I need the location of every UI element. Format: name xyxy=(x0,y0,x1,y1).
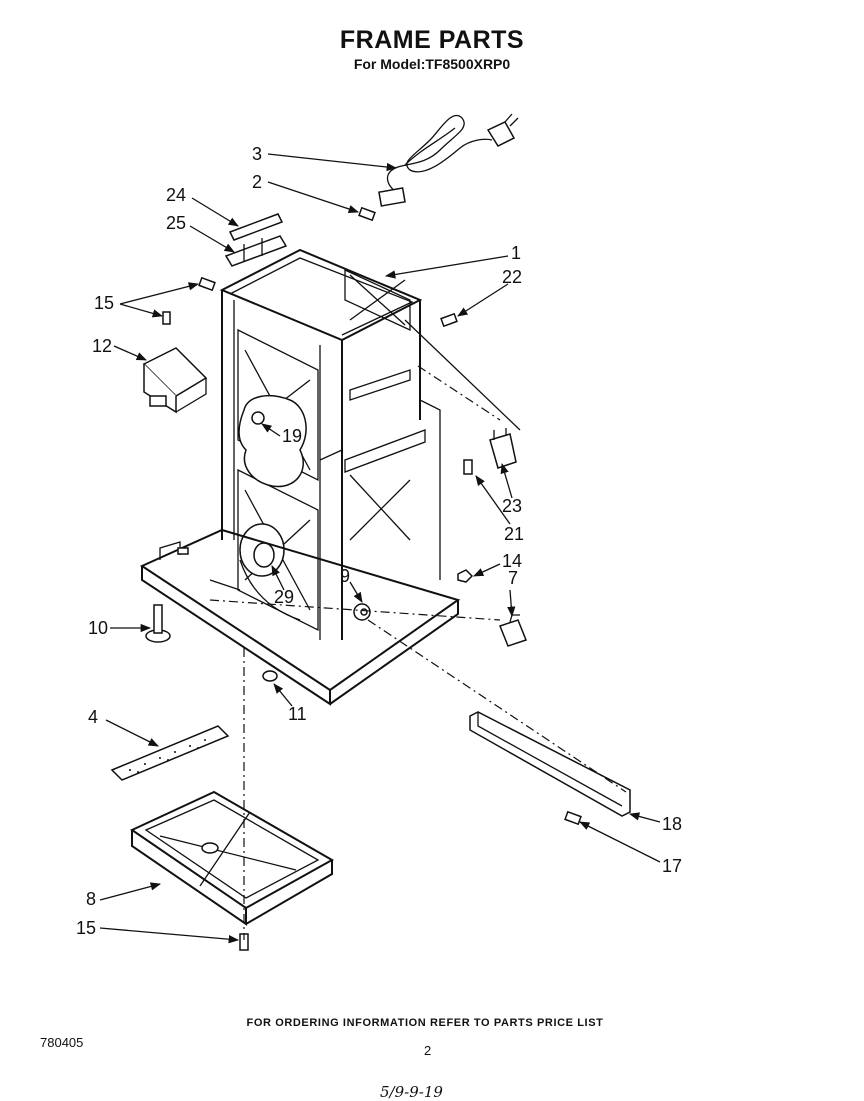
callout-7: 7 xyxy=(508,568,518,588)
base-plate-part xyxy=(139,528,461,706)
ordering-info-note: FOR ORDERING INFORMATION REFER TO PARTS … xyxy=(246,1017,604,1029)
cover-part-12 xyxy=(142,347,208,414)
callout-21: 21 xyxy=(504,524,524,544)
screw-part-11 xyxy=(262,670,278,682)
model-subtitle: For Model:TF8500XRP0 xyxy=(353,56,511,72)
document-number: 780405 xyxy=(40,1035,84,1050)
callout-9: 9 xyxy=(340,566,350,586)
nut-part-14 xyxy=(457,569,474,583)
callout-12: 12 xyxy=(92,336,112,356)
callout-19: 19 xyxy=(282,426,302,446)
bracket-parts-24-25 xyxy=(224,213,288,267)
callout-3: 3 xyxy=(252,144,262,164)
handwritten-mark: 5/9-9-19 xyxy=(380,1083,443,1101)
callout-2: 2 xyxy=(252,172,262,192)
rail-part-18 xyxy=(469,711,631,817)
callout-25: 25 xyxy=(166,213,186,233)
callout-leader-lines xyxy=(99,153,661,944)
callout-4: 4 xyxy=(88,707,98,727)
screw-part-2 xyxy=(358,206,376,222)
callout-labels: 3 2 24 25 1 22 15 12 19 23 21 14 7 9 29 … xyxy=(76,144,682,938)
callout-29: 29 xyxy=(274,587,294,607)
callout-1: 1 xyxy=(511,243,521,263)
assembly-center-lines xyxy=(209,365,627,940)
switch-part-23 xyxy=(489,428,517,469)
leveling-foot-part-10 xyxy=(145,604,171,643)
frame-tower-part xyxy=(219,248,521,640)
callout-11: 11 xyxy=(288,704,307,724)
callout-17: 17 xyxy=(662,856,682,876)
callout-10: 10 xyxy=(88,618,108,638)
bottom-tray-part-8 xyxy=(129,790,335,926)
page-title: FRAME PARTS xyxy=(339,26,525,54)
callout-23: 23 xyxy=(502,496,522,516)
callout-15-top: 15 xyxy=(94,293,114,313)
power-cord-part xyxy=(378,113,519,207)
callout-8: 8 xyxy=(86,889,96,909)
callout-24: 24 xyxy=(166,185,186,205)
callout-15-bottom: 15 xyxy=(76,918,96,938)
screw-part-22 xyxy=(440,312,458,328)
callout-18: 18 xyxy=(662,814,682,834)
callout-22: 22 xyxy=(502,267,522,287)
foam-strip-part-4 xyxy=(110,725,230,781)
page-number: 2 xyxy=(424,1043,432,1058)
clamp-part-7 xyxy=(499,614,527,647)
clip-part-21 xyxy=(463,459,473,475)
screw-part-17 xyxy=(564,810,582,826)
screw-part-15a xyxy=(162,276,216,325)
callout-14: 14 xyxy=(502,551,522,571)
